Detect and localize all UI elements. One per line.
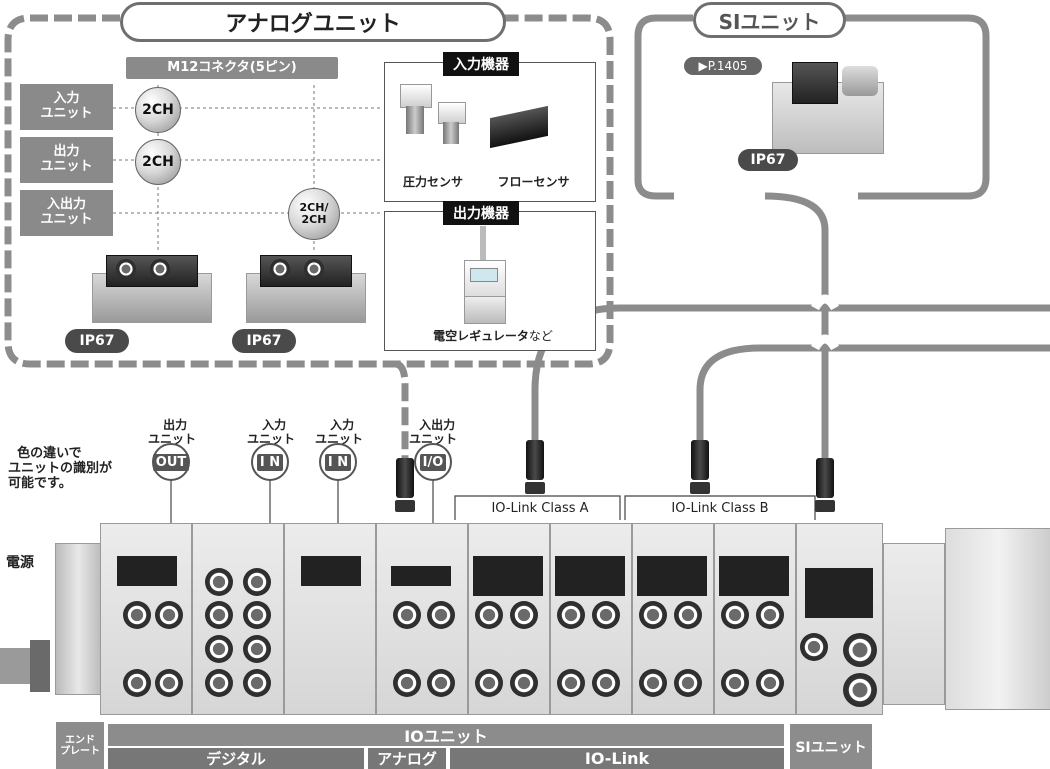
analog-unit-image-2 [246, 255, 366, 325]
flow-sensor-label: フローセンサ [497, 175, 570, 189]
cable-head-class-b [690, 482, 710, 494]
io-badge: I/O [414, 443, 452, 481]
ch-badge-output: 2CH [135, 139, 181, 185]
power-label: 電源 [6, 555, 34, 571]
unit-label-input-2: 入力 ユニット [315, 417, 364, 446]
regulator-label: 電空レギュレータなど [433, 329, 553, 343]
row-label-input: 入力 ユニット [20, 84, 113, 130]
flow-sensor-image [490, 100, 560, 149]
unit-label-output: 出力 ユニット [148, 417, 197, 446]
page-ref-badge: ▶P.1405 [684, 57, 762, 75]
pressure-sensor-image [396, 80, 476, 150]
ch-badge-input: 2CH [135, 87, 181, 133]
output-devices-title: 出力機器 [443, 201, 519, 225]
iolink-label: IO-Link [450, 748, 784, 769]
si-unit-image [762, 56, 884, 166]
analog-label: アナログ [368, 748, 446, 769]
analog-unit-title-text: アナログユニット [225, 12, 401, 37]
out-badge: OUT [152, 443, 190, 481]
digital-label: デジタル [108, 748, 364, 769]
manifold-image [55, 523, 1050, 723]
si-ip67-badge: IP67 [738, 149, 798, 171]
si-unit-bottom-label: SIユニット [790, 724, 872, 769]
si-unit-title: SIユニット [693, 2, 846, 38]
input-devices-title: 入力機器 [443, 52, 519, 76]
ip67-badge-2: IP67 [232, 329, 296, 353]
cable-head-si [815, 500, 835, 512]
unit-label-input-1: 入力 ユニット [247, 417, 296, 446]
iolink-class-b-label: IO-Link Class B [671, 501, 769, 516]
cable-head-class-a [525, 482, 545, 494]
io-unit-label: IOユニット [108, 724, 784, 746]
in-badge-2: I N [319, 443, 357, 481]
cable-connector-si [816, 458, 834, 498]
ch-badge-inout: 2CH/ 2CH [288, 188, 340, 240]
analog-unit-title: アナログユニット [120, 2, 506, 42]
row-label-inout: 入出力 ユニット [20, 190, 113, 236]
in-badge-1: I N [251, 443, 289, 481]
row-label-output: 出力 ユニット [20, 137, 113, 183]
regulator-image [456, 226, 516, 326]
cable-connector-class-a [526, 440, 544, 480]
ip67-badge-1: IP67 [65, 329, 129, 353]
cable-connector-class-b [691, 440, 709, 480]
unit-label-inout: 入出力 ユニット [408, 417, 457, 446]
connector-label: M12コネクタ(5ピン) [126, 57, 338, 79]
cable-connector-analog [396, 458, 414, 498]
pressure-sensor-label: 圧力センサ [402, 175, 463, 189]
cable-head-analog [395, 500, 415, 512]
analog-unit-image-1 [92, 255, 212, 325]
end-plate-label: エンド プレート [56, 722, 104, 769]
iolink-class-a-label: IO-Link Class A [491, 501, 589, 516]
color-note: 色の違いで ユニットの識別が 可能です。 [8, 445, 113, 491]
